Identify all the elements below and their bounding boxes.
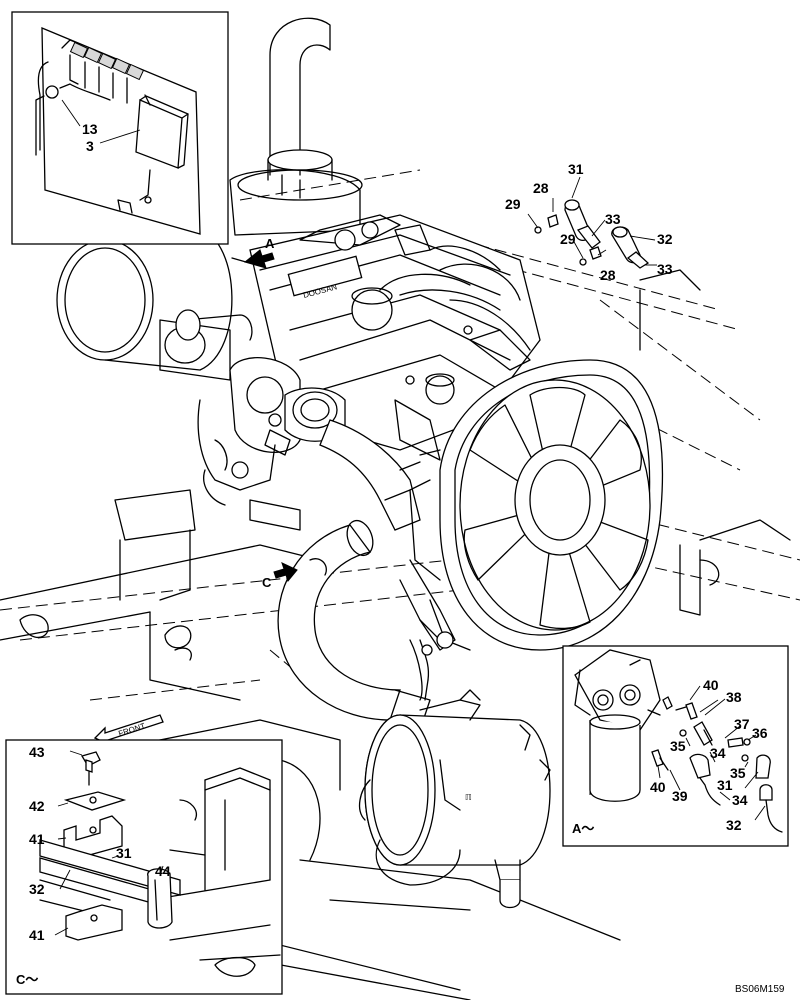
inset-a	[562, 645, 789, 847]
view-arrow-a-label: A	[265, 236, 275, 251]
main-fittings	[527, 176, 657, 269]
callout-31-main: 31	[568, 161, 584, 177]
callout-40-a-top: 40	[703, 677, 719, 693]
callout-40-a-bottom: 40	[650, 779, 666, 795]
callout-13: 13	[82, 121, 98, 137]
callout-34-a-left: 34	[710, 745, 726, 761]
air-cleaner-left	[56, 229, 233, 381]
callout-33-main-lower: 33	[657, 261, 673, 277]
callout-35-a-right: 35	[730, 765, 746, 781]
callout-44-c: 44	[155, 863, 171, 879]
callout-34-a-right: 34	[732, 792, 748, 808]
callout-28-main: 28	[533, 180, 549, 196]
view-arrow-c-label: C	[262, 575, 272, 590]
air-cleaner-bottom: ℿ	[358, 689, 551, 909]
callout-32-main: 32	[657, 231, 673, 247]
callout-39-a: 39	[672, 788, 688, 804]
callout-31-a: 31	[717, 777, 733, 793]
callout-28-main-lower: 28	[600, 267, 616, 283]
lower-hose	[277, 519, 441, 731]
callout-36-a: 36	[752, 725, 768, 741]
callout-37-a: 37	[734, 716, 750, 732]
callout-32-c: 32	[29, 881, 45, 897]
callout-41-c-top: 41	[29, 831, 45, 847]
turbocharger	[175, 309, 346, 531]
callout-31-c: 31	[116, 845, 132, 861]
callout-41-c-bottom: 41	[29, 927, 45, 943]
inset-c	[5, 739, 283, 995]
intake-hose	[319, 419, 421, 531]
cooling-fan	[459, 379, 651, 631]
inset-c-title: C～	[16, 972, 38, 987]
figure-reference-code: BS06M159	[735, 984, 785, 995]
callout-3: 3	[86, 138, 94, 154]
callout-29-main-lower: 29	[560, 231, 576, 247]
exhaust-muffler	[229, 17, 363, 236]
callout-42-c: 42	[29, 798, 45, 814]
callout-29-main: 29	[505, 196, 521, 212]
view-arrow-c: C	[262, 562, 298, 590]
svg-text:ℿ: ℿ	[465, 793, 472, 802]
callout-43-c: 43	[29, 744, 45, 760]
callout-35-a-left: 35	[670, 738, 686, 754]
callout-38-a: 38	[726, 689, 742, 705]
view-arrow-a: A	[231, 236, 275, 269]
ecu-inset	[11, 11, 229, 245]
callout-32-a: 32	[726, 817, 742, 833]
bracket-arm	[399, 559, 456, 701]
inset-a-title: A～	[572, 821, 594, 836]
callout-33-main: 33	[605, 211, 621, 227]
